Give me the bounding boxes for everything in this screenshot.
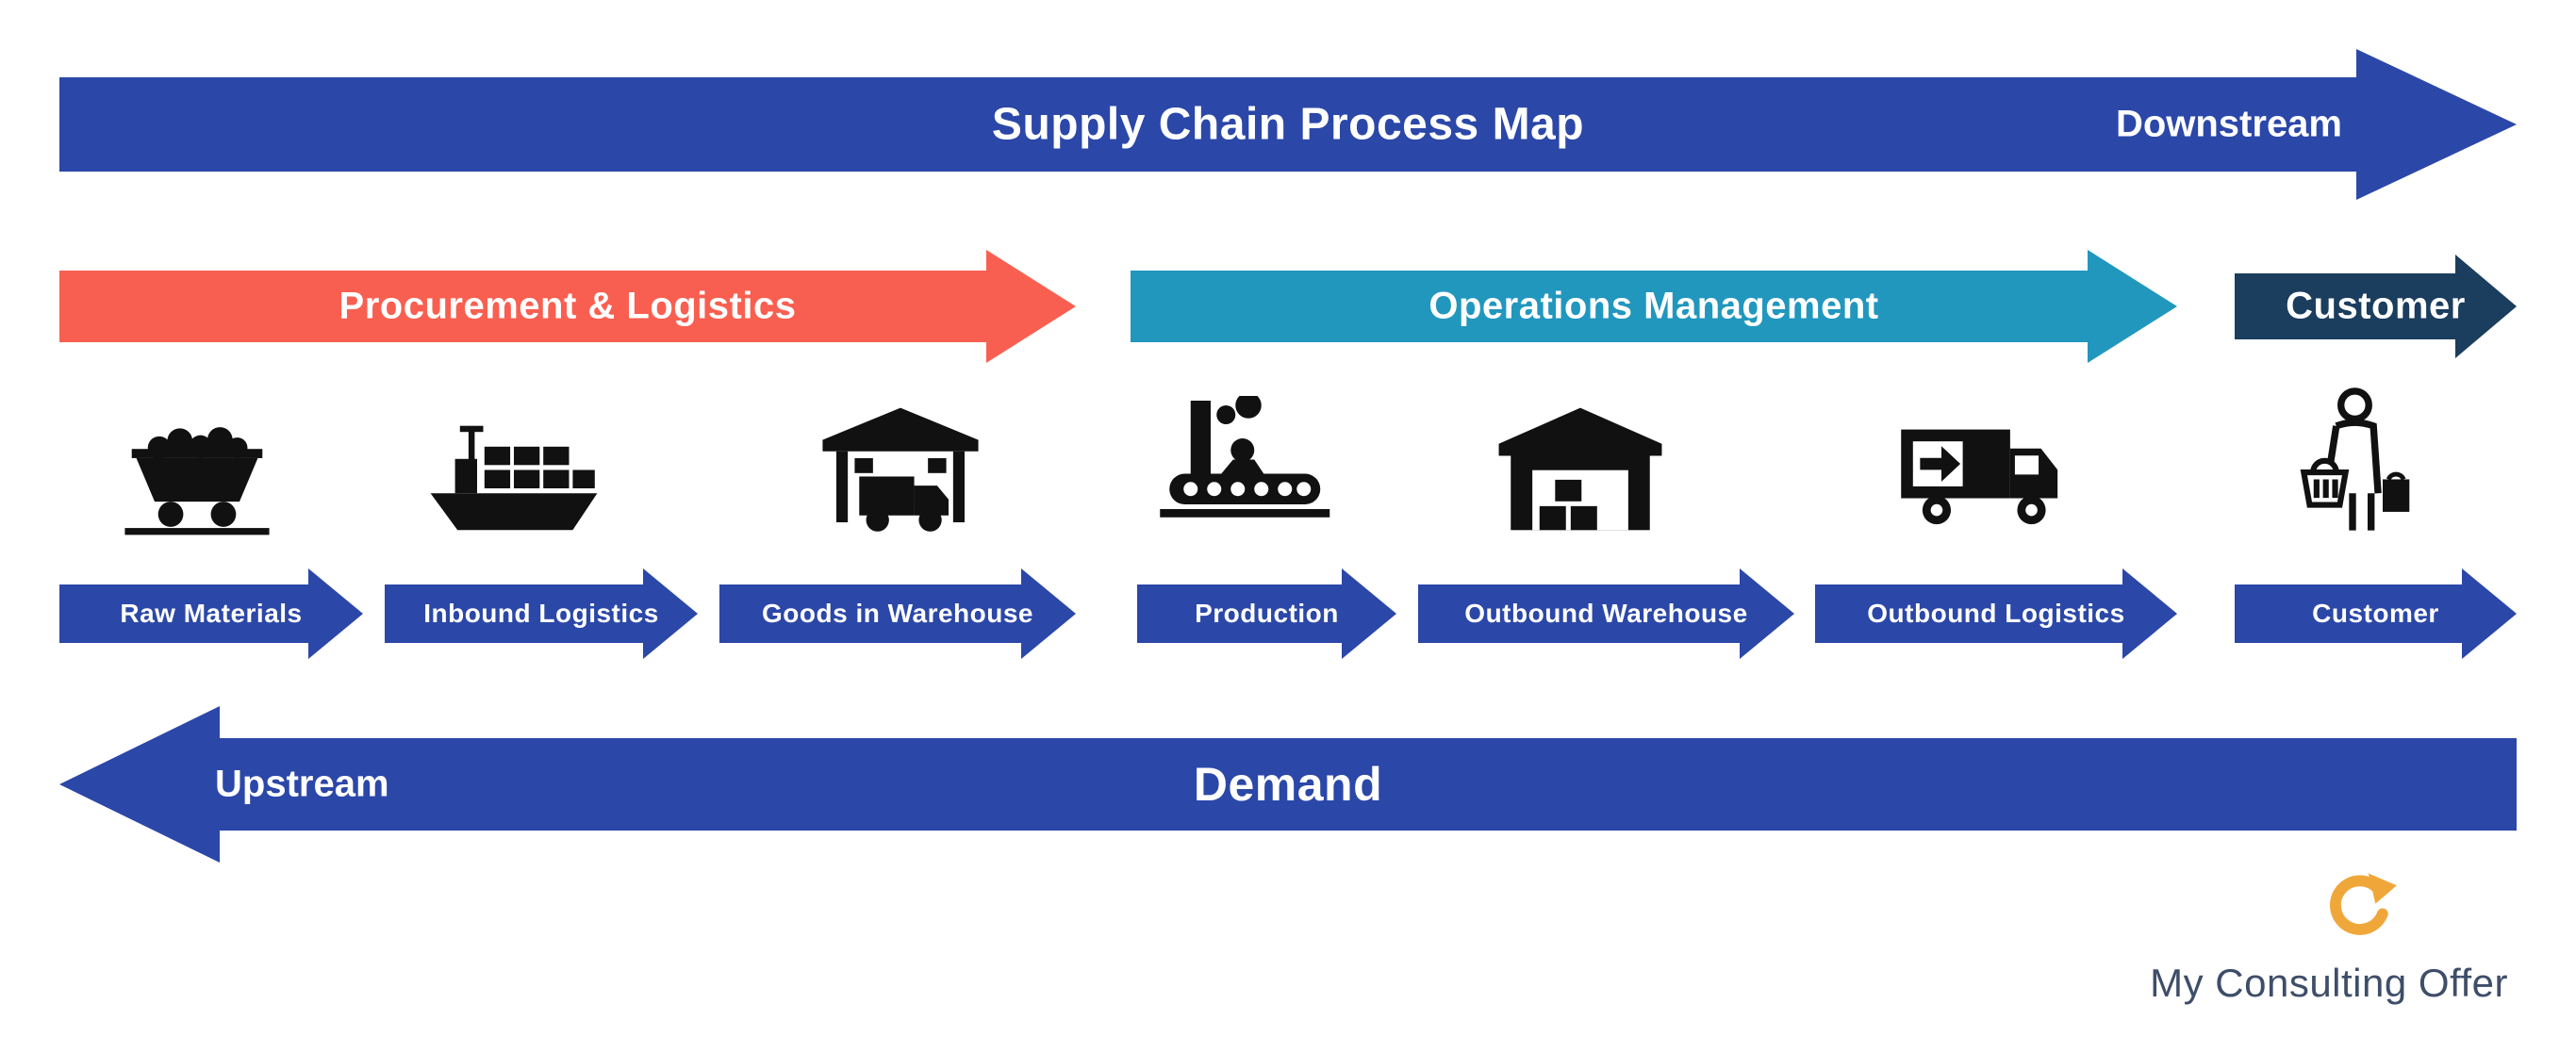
- stage-arrow-goods-in-warehouse: Goods in Warehouse: [719, 568, 1076, 659]
- arrow-shape: [2235, 250, 2517, 363]
- stage-label: Raw Materials: [120, 599, 303, 628]
- stage-arrow-production: Production: [1137, 568, 1396, 659]
- arrow-body: [59, 77, 2356, 172]
- stage-icon-customer: [2258, 375, 2447, 537]
- arrow-shape: [385, 568, 698, 659]
- arrow-shape: [59, 568, 363, 659]
- stage-label: Production: [1195, 599, 1339, 628]
- arrow-body: [719, 584, 1021, 643]
- stage-label: Outbound Warehouse: [1464, 599, 1748, 628]
- stage-icon-raw-materials: [103, 375, 291, 537]
- stage-icon-inbound-logistics: [420, 375, 608, 537]
- phase-label: Operations Management: [1428, 285, 1879, 327]
- demand-label: Demand: [1193, 758, 1383, 811]
- logo-swoosh-icon: [2330, 873, 2397, 935]
- stage-label: Outbound Logistics: [1867, 599, 2125, 628]
- phase-arrow-procurement-logistics: Procurement & Logistics: [59, 250, 1076, 363]
- arrow-shape: [59, 706, 2517, 863]
- arrow-body: [1418, 584, 1740, 643]
- arrow-body: [1815, 584, 2122, 643]
- arrow-shape: [1137, 568, 1396, 659]
- arrow-body: [2235, 273, 2455, 339]
- mining-cart-icon: [124, 427, 270, 535]
- arrow-shape: [719, 568, 1076, 659]
- arrow-head-icon: [1740, 568, 1794, 659]
- demand-arrow: Demand Upstream: [59, 706, 2517, 863]
- arrow-head-icon: [1021, 568, 1076, 659]
- arrow-body: [59, 584, 308, 643]
- stage-label: Goods in Warehouse: [762, 599, 1033, 628]
- stage-label: Inbound Logistics: [423, 599, 659, 628]
- delivery-truck-icon: [1901, 429, 2058, 525]
- upstream-label: Upstream: [215, 763, 389, 805]
- phase-arrow-customer: Customer: [2235, 250, 2517, 363]
- arrow-shape: [1815, 568, 2177, 659]
- stage-arrow-inbound-logistics: Inbound Logistics: [385, 568, 698, 659]
- phase-arrow-operations-management: Operations Management: [1131, 250, 2177, 363]
- stage-arrow-outbound-logistics: Outbound Logistics: [1815, 568, 2177, 659]
- stage-icon-production: [1149, 375, 1338, 537]
- stage-arrow-outbound-warehouse: Outbound Warehouse: [1418, 568, 1794, 659]
- stage-label: Customer: [2312, 599, 2439, 628]
- arrow-head-icon: [643, 568, 698, 659]
- arrow-shape: [1131, 250, 2177, 363]
- stage-icon-outbound-warehouse: [1486, 375, 1675, 537]
- arrow-body: [59, 271, 986, 342]
- arrow-body: [385, 584, 643, 643]
- factory-icon: [1160, 396, 1330, 518]
- stage-arrow-customer: Customer: [2235, 568, 2517, 659]
- arrow-head-icon: [2356, 49, 2517, 200]
- arrow-head-icon: [986, 250, 1076, 363]
- stage-arrow-raw-materials: Raw Materials: [59, 568, 363, 659]
- arrow-head-icon: [1342, 568, 1396, 659]
- arrow-shape: [59, 250, 1076, 363]
- stage-icon-outbound-logistics: [1893, 375, 2082, 537]
- downstream-arrow: Supply Chain Process Map Downstream: [59, 49, 2517, 200]
- arrow-shape: [59, 49, 2517, 200]
- logo: My Consulting Offer: [2093, 872, 2508, 1013]
- customer-shopper-icon: [2300, 387, 2410, 531]
- arrow-head-icon: [2455, 255, 2517, 358]
- arrow-head-icon: [59, 706, 220, 863]
- arrow-head-icon: [308, 568, 363, 659]
- arrow-head-icon: [2088, 250, 2177, 363]
- arrow-shape: [2235, 568, 2517, 659]
- arrow-body: [1137, 584, 1342, 643]
- arrow-shape: [1418, 568, 1794, 659]
- stage-icon-goods-in-warehouse: [806, 375, 995, 537]
- diagram-title: Supply Chain Process Map: [991, 99, 1585, 150]
- warehouse-truck-icon: [822, 407, 979, 532]
- phase-label: Customer: [2286, 285, 2466, 327]
- cargo-ship-icon: [430, 425, 598, 531]
- logo-text: My Consulting Offer: [2150, 961, 2508, 1005]
- downstream-label: Downstream: [2115, 103, 2342, 145]
- arrow-head-icon: [2122, 568, 2177, 659]
- arrow-body: [220, 738, 2517, 831]
- arrow-body: [2235, 584, 2462, 643]
- arrow-body: [1131, 271, 2088, 342]
- phase-label: Procurement & Logistics: [339, 285, 797, 327]
- arrow-head-icon: [2462, 568, 2517, 659]
- warehouse-icon: [1498, 407, 1662, 531]
